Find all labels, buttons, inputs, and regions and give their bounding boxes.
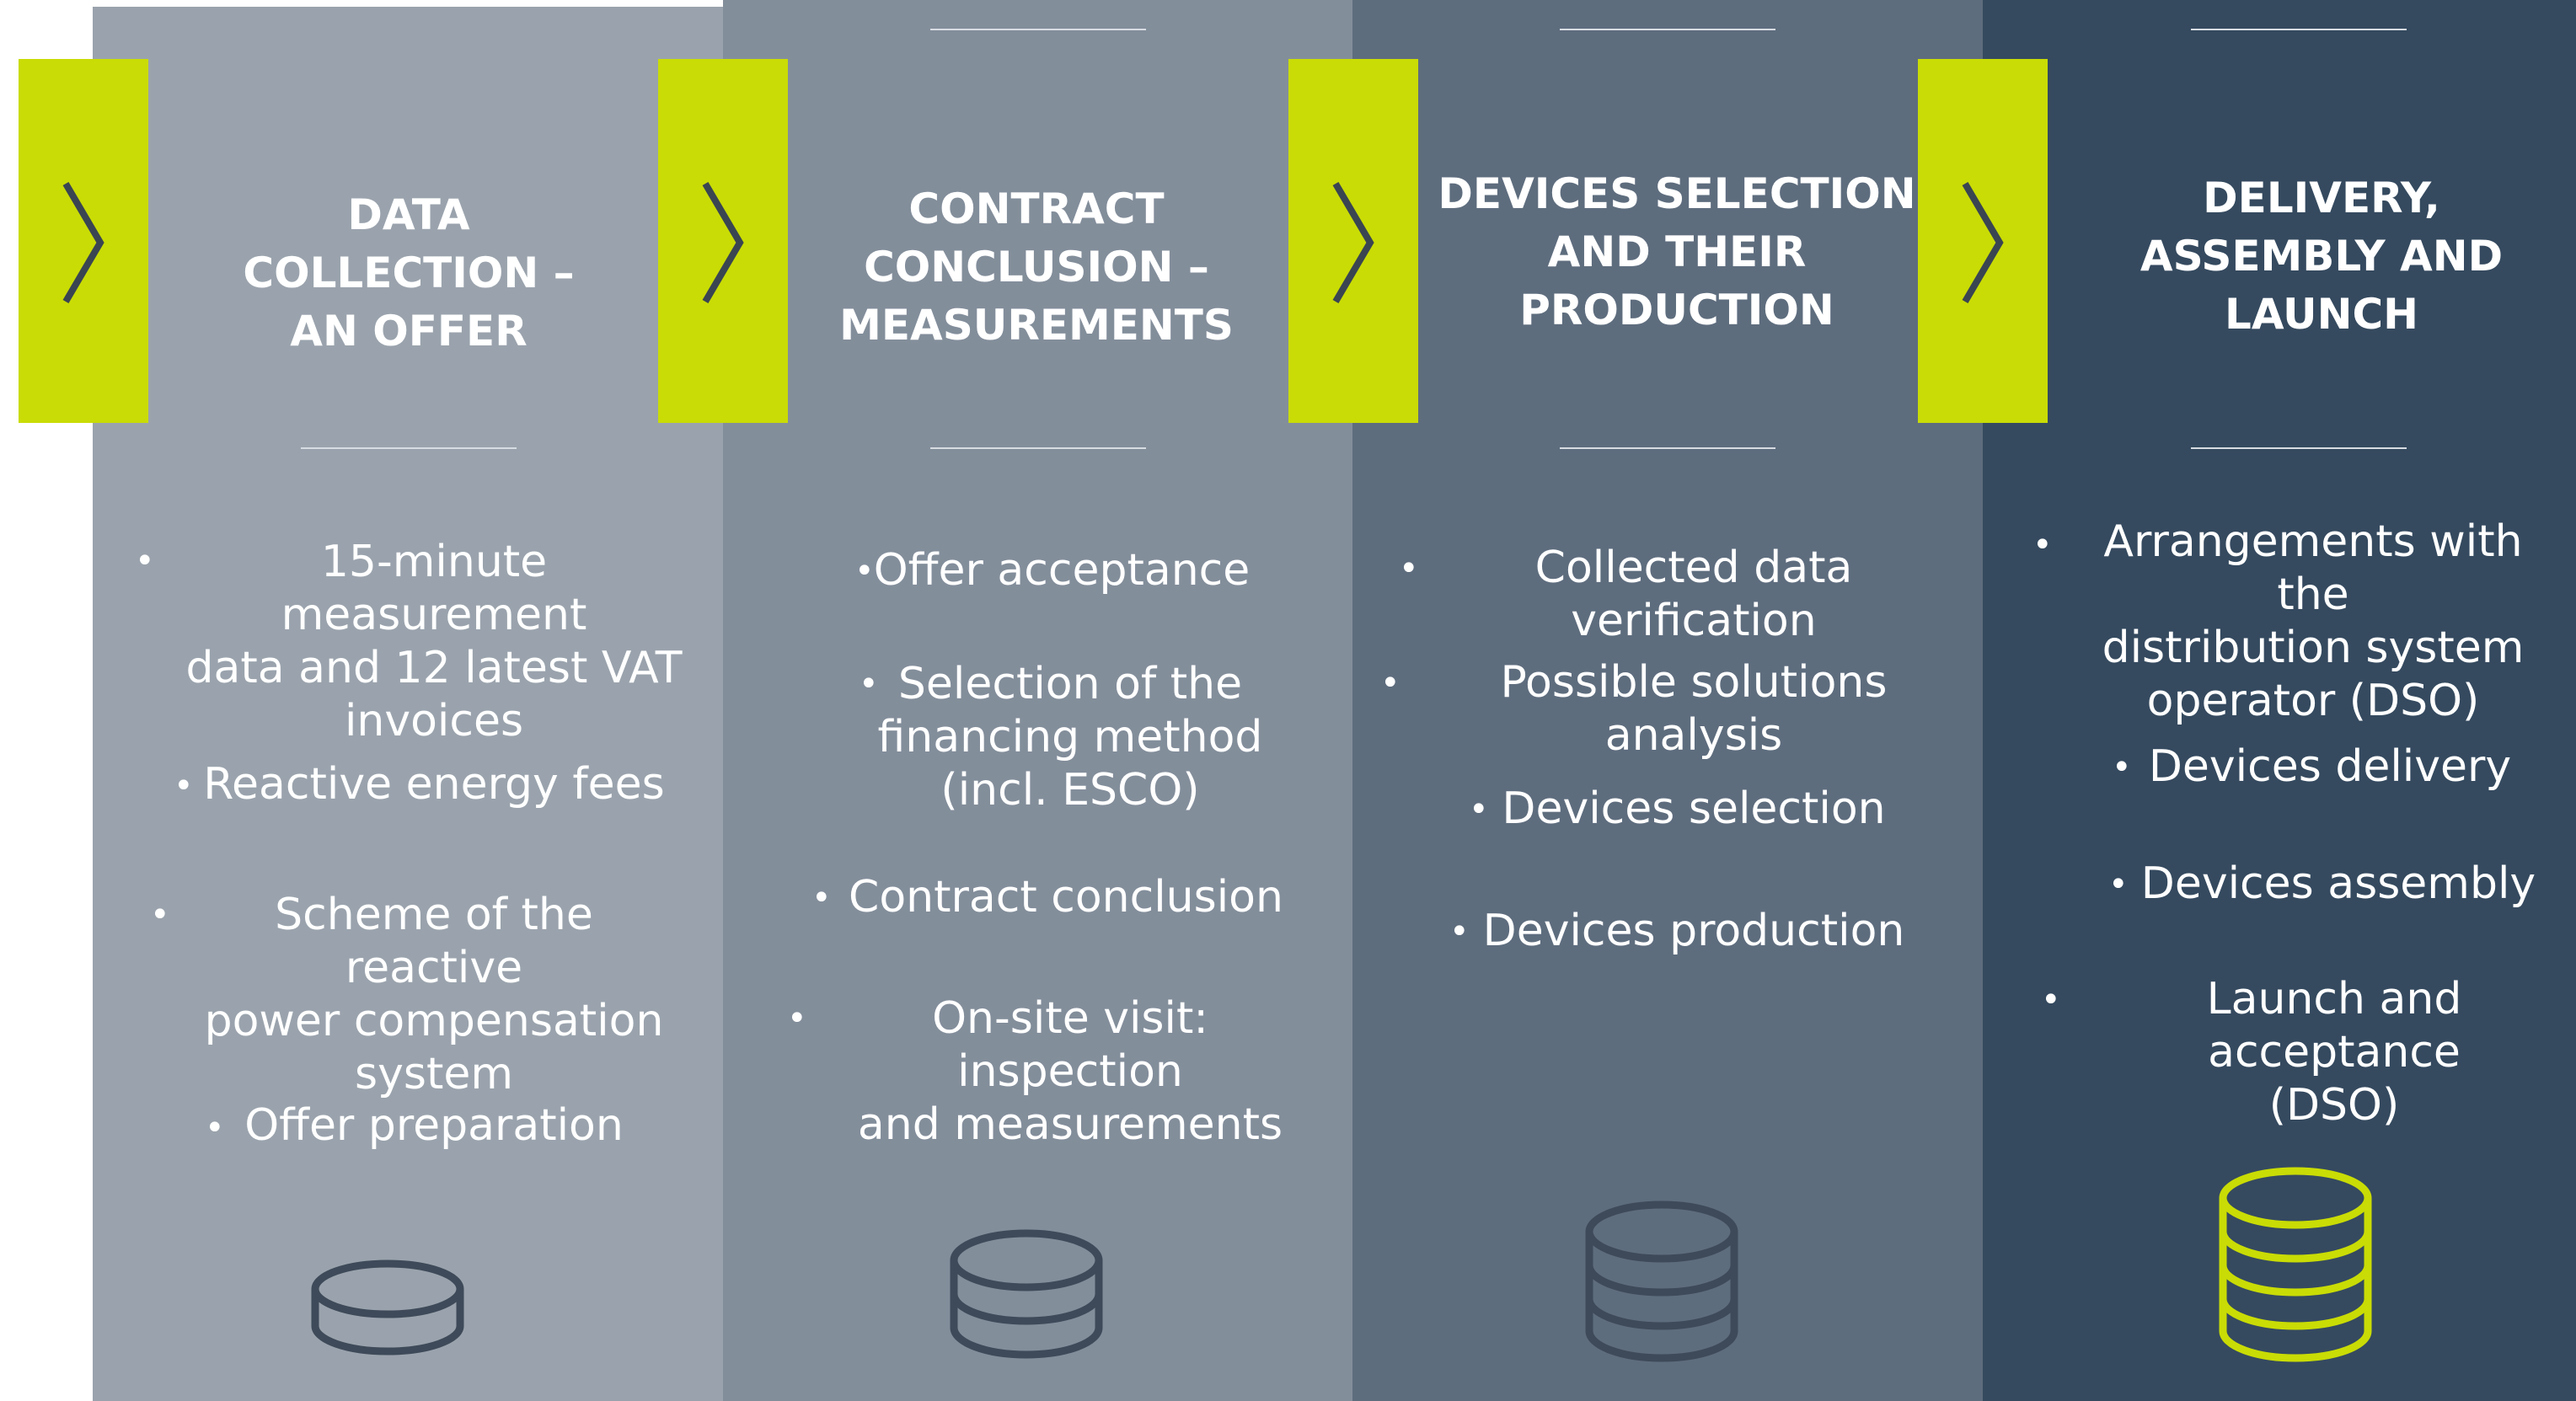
stage-title-line: DELIVERY, [2203, 174, 2440, 222]
item-text: Devices production [1482, 906, 1905, 956]
stage-title: DATA COLLECTION – AN OFFER [219, 186, 598, 361]
item-text: Devices assembly [2140, 858, 2536, 909]
stage-title-line: DEVICES SELECTION [1438, 169, 1916, 218]
divider [1560, 29, 1775, 30]
stage-title: CONTRACT CONCLUSION – MEASUREMENTS [817, 180, 1256, 355]
item-text: Offer acceptance [873, 545, 1251, 596]
divider [301, 447, 517, 449]
bullet: • [787, 999, 807, 1038]
stage-title-line: COLLECTION – [243, 249, 575, 297]
item-text: Reactive energy fees [203, 759, 665, 810]
bullet: • [2041, 981, 2061, 1019]
chevron-right-icon [19, 59, 148, 423]
bullet: • [205, 1109, 225, 1147]
stage-column-contract-conclusion [723, 0, 1352, 1401]
bullet: • [811, 879, 832, 917]
coin-stack-icon [311, 1259, 464, 1356]
divider [1560, 447, 1775, 449]
bullet: • [174, 767, 194, 805]
divider [2191, 447, 2407, 449]
coin-stack-icon [950, 1229, 1103, 1359]
chevron-right-icon [658, 59, 788, 423]
stage-title: DEVICES SELECTION AND THEIR PRODUCTION [1424, 165, 1930, 340]
stage-title: DELIVERY, ASSEMBLY AND LAUNCH [2090, 169, 2553, 344]
stage-title-line: DATA [347, 190, 470, 239]
bullet: • [1469, 790, 1489, 829]
item-text: Devices selection [1502, 783, 1886, 834]
bullet: • [2032, 526, 2053, 564]
stage-column-data-collection [93, 7, 723, 1401]
bullet: • [854, 552, 875, 591]
item-text: Collected data verification [1534, 543, 1853, 646]
bullet: • [135, 542, 155, 580]
bullet: • [150, 896, 170, 934]
item-text: Offer preparation [244, 1100, 624, 1151]
bullet: • [2108, 865, 2129, 904]
divider [930, 447, 1146, 449]
divider [2191, 29, 2407, 30]
bullet: • [859, 665, 879, 703]
coin-stack-icon [2219, 1167, 2372, 1362]
divider [930, 29, 1146, 30]
stage-title-line: CONTRACT [908, 184, 1165, 233]
stage-title-line: PRODUCTION [1519, 286, 1834, 334]
item-text: Devices delivery [2148, 741, 2512, 792]
bullet: • [2112, 748, 2132, 787]
stage-title-line: LAUNCH [2224, 290, 2418, 339]
stage-column-devices-selection [1352, 0, 1983, 1401]
item-text: Possible solutions analysis [1500, 657, 1888, 761]
bullet: • [1449, 912, 1470, 951]
item-text: Launch and acceptance(DSO) [2206, 974, 2462, 1131]
stage-title-line: AND THEIR [1547, 227, 1807, 276]
coin-stack-icon [1585, 1200, 1738, 1362]
stage-title-line: ASSEMBLY AND [2140, 232, 2504, 281]
item-text: Contract conclusion [849, 872, 1283, 922]
stage-title-line: AN OFFER [290, 307, 528, 356]
chevron-right-icon [1918, 59, 2048, 423]
bullet: • [1399, 549, 1419, 588]
bullet: • [1380, 664, 1400, 703]
stage-title-line: MEASUREMENTS [839, 301, 1234, 350]
chevron-right-icon [1288, 59, 1418, 423]
stage-title-line: CONCLUSION – [864, 243, 1209, 291]
stage-column-delivery [1983, 0, 2576, 1401]
